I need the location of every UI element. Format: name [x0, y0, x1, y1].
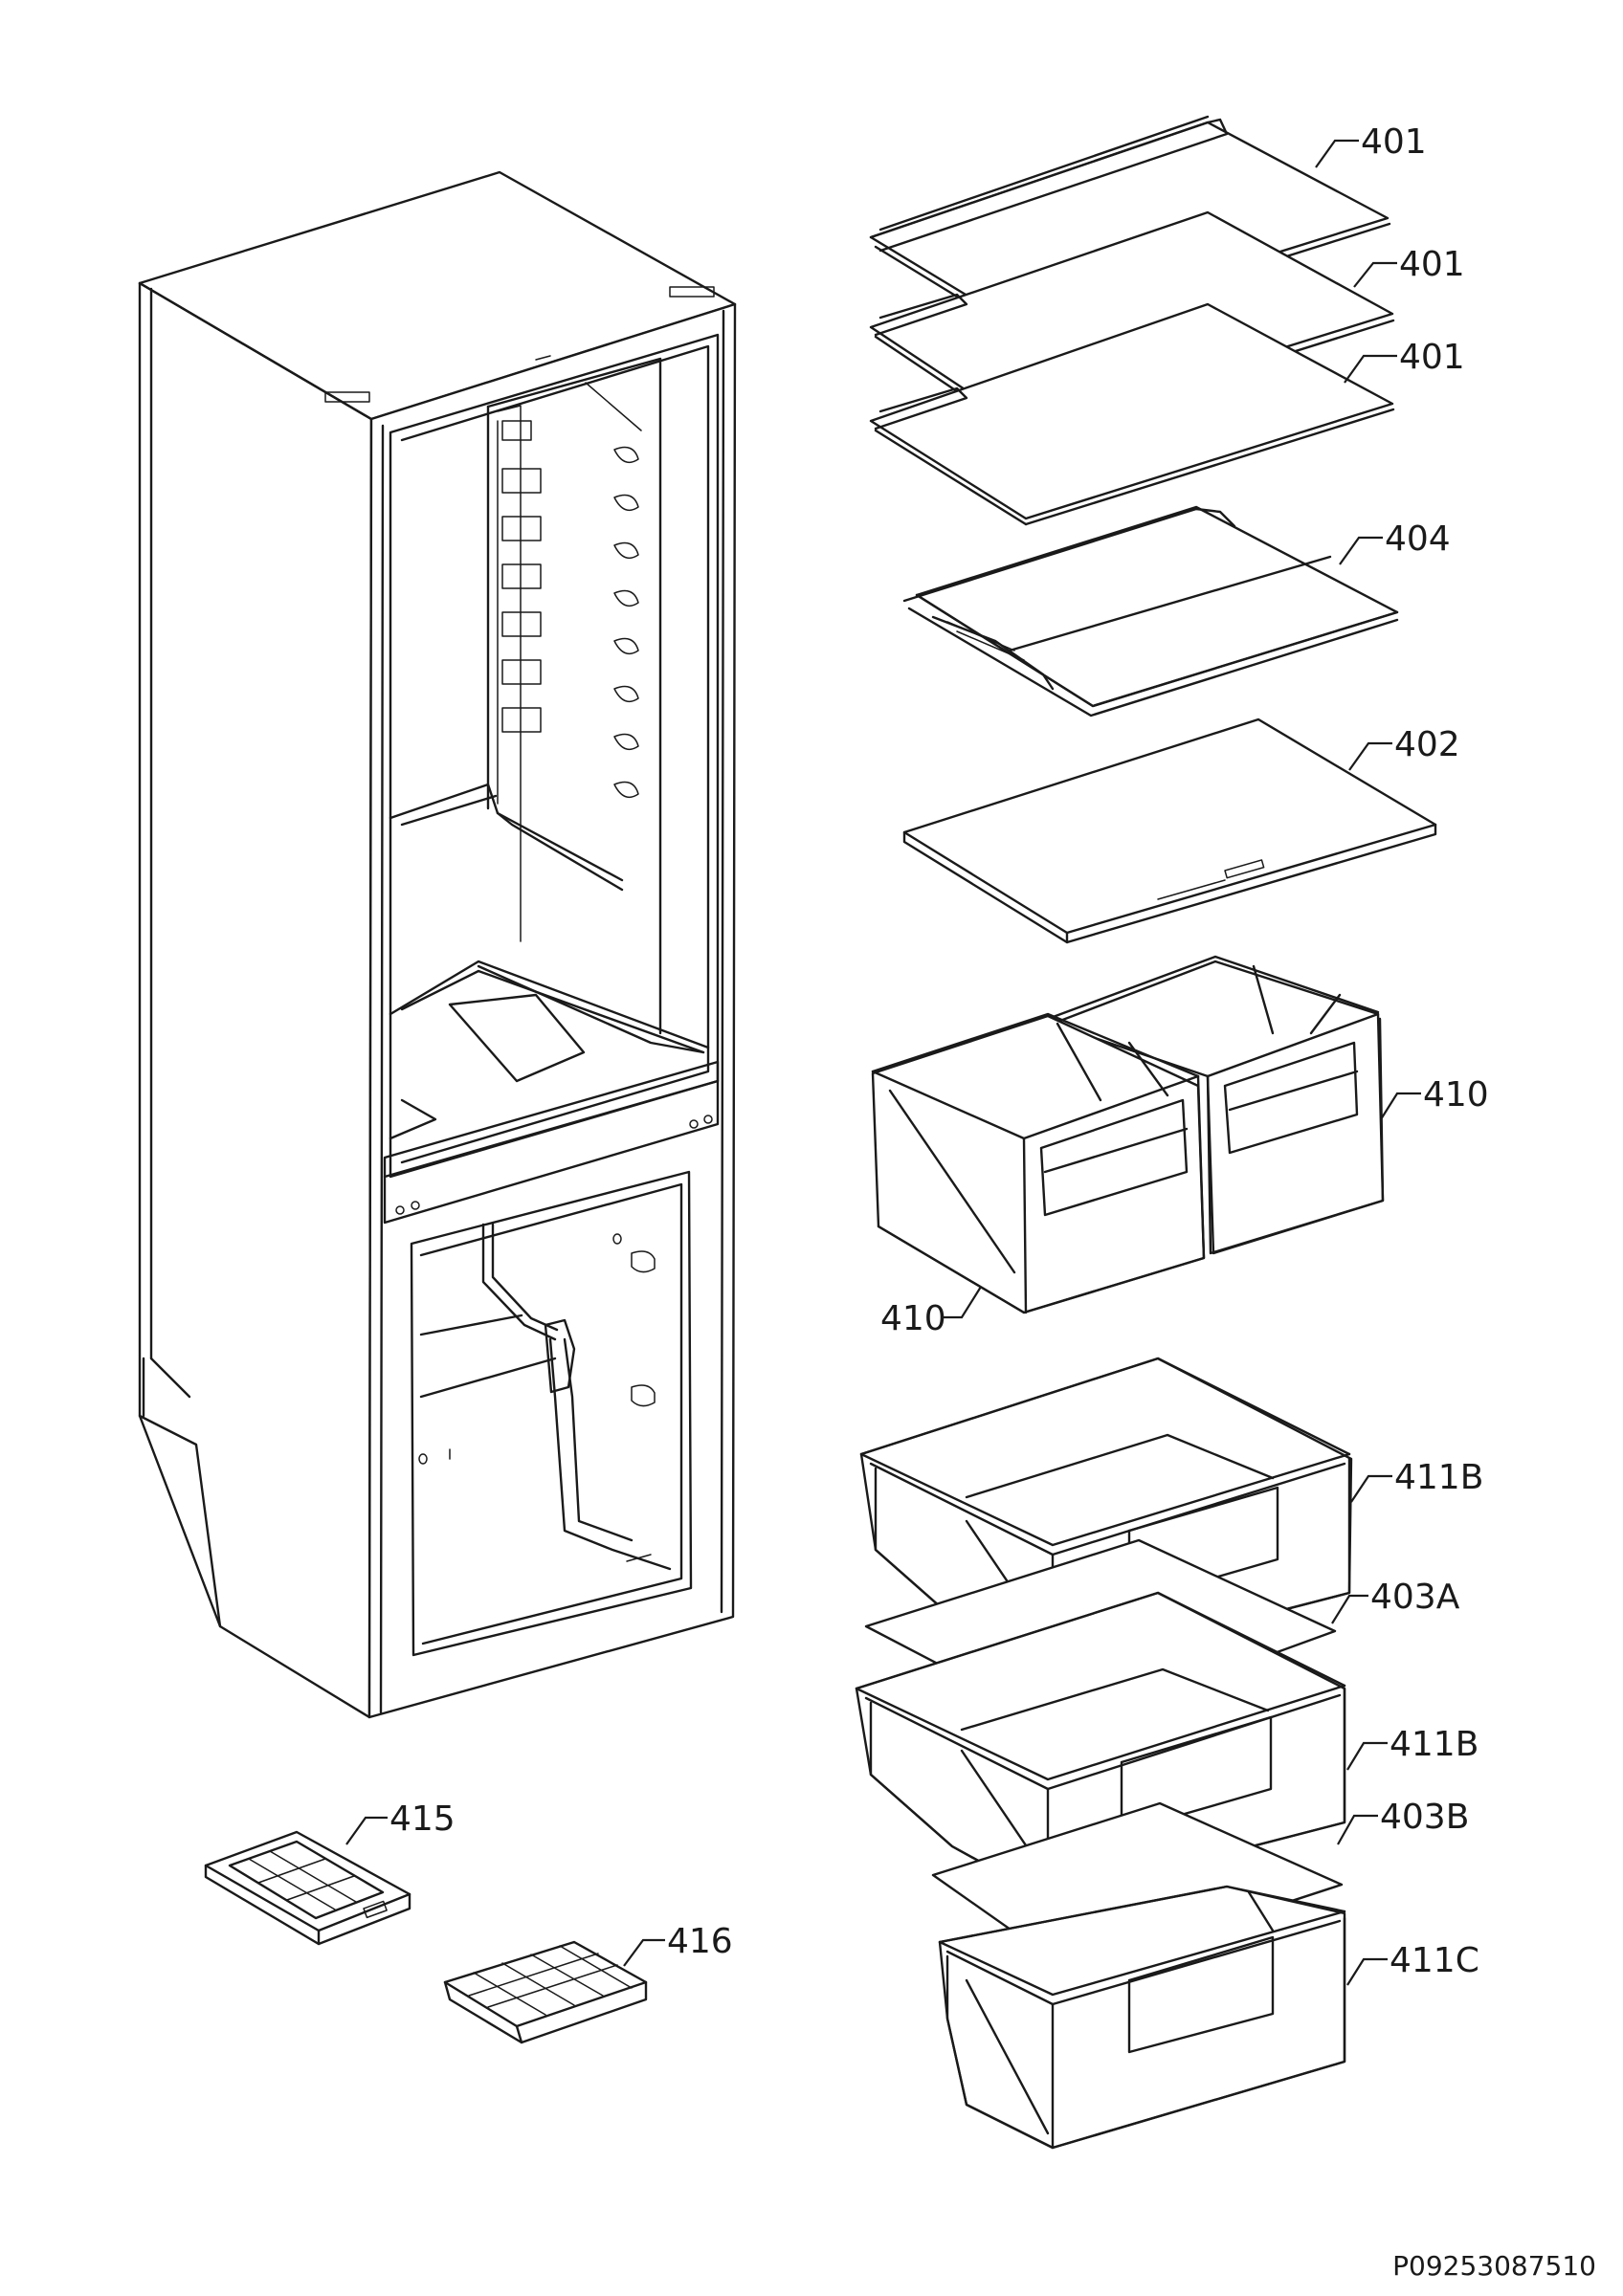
callout-labels: 401 401 401 404 402 410 410 411B 403A 41…	[389, 122, 1489, 1980]
label-411b-top: 411B	[1394, 1458, 1483, 1497]
leader-lines	[345, 139, 1421, 1986]
adjustable-shelf-404	[902, 505, 1399, 718]
label-403b: 403B	[1380, 1798, 1469, 1837]
glass-plate-402	[902, 718, 1437, 944]
label-410-left: 410	[880, 1299, 946, 1338]
ice-cube-tray-416	[443, 1940, 648, 2044]
label-401-a: 401	[1361, 122, 1427, 162]
label-404: 404	[1385, 519, 1451, 559]
label-416: 416	[667, 1922, 733, 1961]
glass-shelf-401-c	[869, 302, 1395, 526]
label-415: 415	[389, 1799, 456, 1839]
label-410-right: 410	[1423, 1075, 1489, 1115]
label-402: 402	[1394, 725, 1460, 764]
ice-cube-box-415	[204, 1830, 411, 1946]
label-411c: 411C	[1390, 1941, 1479, 1980]
freezer-drawer-411c	[938, 1885, 1346, 2150]
drawing-code: P09253087510	[1392, 2250, 1596, 2282]
label-411b-middle: 411B	[1390, 1725, 1478, 1764]
label-401-b: 401	[1399, 245, 1465, 284]
crisper-bin-410-left	[871, 1012, 1206, 1314]
label-401-c: 401	[1399, 338, 1465, 377]
crisper-bin-410-right	[1046, 955, 1385, 1255]
label-403a: 403A	[1370, 1578, 1460, 1617]
fridge-cabinet	[138, 170, 737, 1719]
